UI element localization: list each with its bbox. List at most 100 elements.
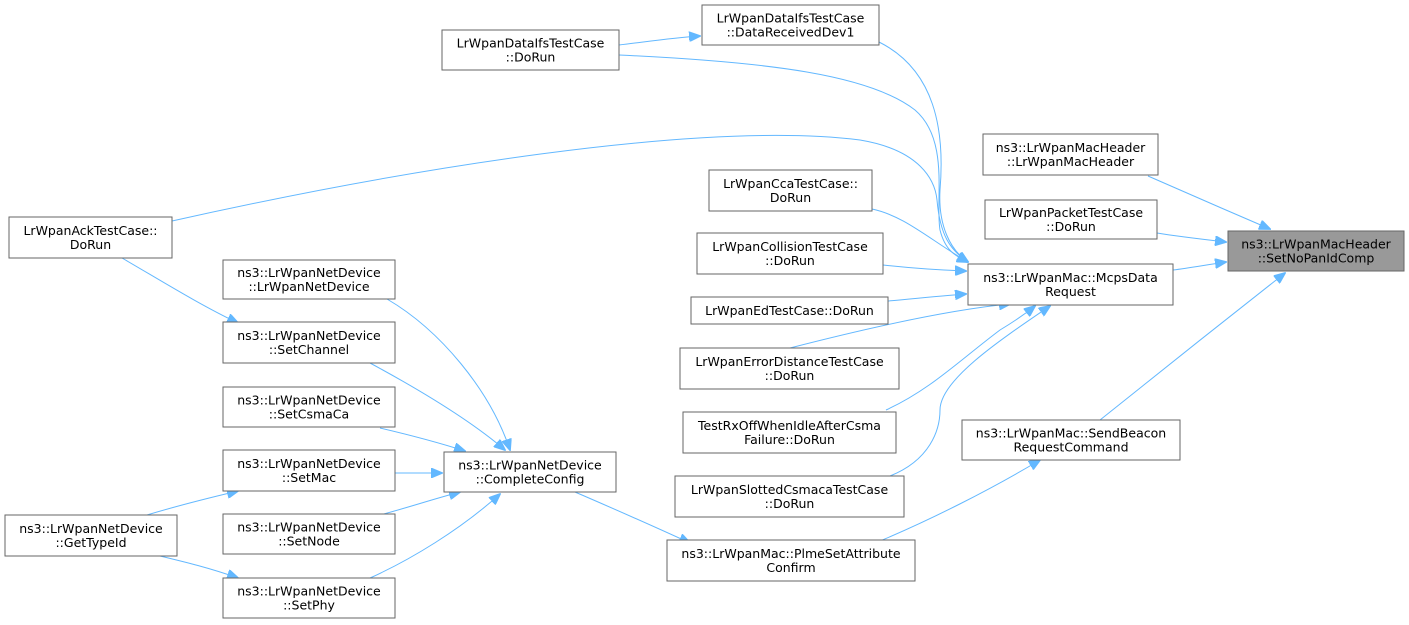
edge-ifsrun-to-ifsdrd — [618, 36, 700, 46]
node-label-line: ::SetMac — [282, 470, 336, 485]
edge-plme-to-beacon — [879, 460, 1040, 542]
edge-setphy-to-cc — [369, 494, 500, 579]
edge-setch-to-cc — [369, 362, 505, 450]
node-ndctor[interactable]: ns3::LrWpanNetDevice::LrWpanNetDevice — [222, 259, 396, 300]
edge-ifsdrd-to-mcps — [878, 41, 968, 262]
node-box — [682, 411, 897, 454]
edge-ifsrun-to-mcps — [618, 54, 968, 262]
edge-line — [121, 257, 238, 323]
node-typeid[interactable]: ns3::LrWpanNetDevice::GetTypeId — [4, 514, 178, 557]
node-label-line: ::DoRun — [765, 253, 815, 268]
edge-line — [885, 306, 1035, 411]
node-box — [4, 514, 178, 557]
node-label-line: ::DataReceivedDev1 — [727, 25, 855, 40]
node-label-line: RequestCommand — [1013, 440, 1128, 455]
edge-line — [882, 264, 966, 271]
node-label-line: ns3::LrWpanMac::McpsData — [983, 270, 1157, 285]
node-box — [674, 475, 905, 518]
node-slot[interactable]: LrWpanSlottedCsmacaTestCase::DoRun — [674, 475, 905, 518]
edge-line — [146, 491, 238, 516]
node-label-line: ::DoRun — [506, 50, 556, 65]
edge-beacon-to-target — [1099, 273, 1285, 421]
node-box — [701, 4, 880, 46]
node-err[interactable]: LrWpanErrorDistanceTestCase::DoRun — [679, 347, 900, 390]
edge-line — [618, 36, 700, 46]
edge-setnode-to-cc — [379, 492, 460, 516]
edge-ack-to-mcps — [171, 134, 968, 262]
node-setch[interactable]: ns3::LrWpanNetDevice::SetChannel — [222, 321, 396, 364]
node-box — [222, 449, 396, 492]
node-label-line: ::SetNoPanIdComp — [1258, 251, 1375, 266]
edge-line — [369, 362, 505, 450]
edge-line — [889, 306, 1050, 477]
node-box — [222, 513, 396, 555]
edge-ack-to-setch — [121, 257, 238, 323]
node-label-line: ::SetPhy — [283, 598, 335, 613]
edge-rxoff-to-mcps — [885, 306, 1035, 411]
node-label-line: TestRxOffWhenIdleAfterCsma — [697, 418, 881, 433]
edge-mcps-to-target — [1172, 262, 1226, 271]
node-label-line: LrWpanErrorDistanceTestCase — [695, 354, 884, 369]
edge-ed-to-mcps — [887, 294, 966, 302]
edge-setcsma-to-cc — [379, 427, 465, 451]
node-box — [666, 539, 916, 582]
node-label-line: ::SetNode — [278, 534, 340, 549]
node-label-line: ::DoRun — [765, 496, 815, 511]
edge-line — [789, 304, 1010, 349]
node-cc[interactable]: ns3::LrWpanNetDevice::CompleteConfig — [443, 451, 617, 493]
node-label-line: LrWpanEdTestCase::DoRun — [705, 303, 874, 318]
node-label-line: Failure::DoRun — [744, 432, 835, 447]
node-setmac[interactable]: ns3::LrWpanNetDevice::SetMac — [222, 449, 396, 492]
node-label-line: ns3::LrWpanMacHeader — [996, 140, 1146, 155]
edges-layer — [121, 36, 1285, 579]
edge-line — [1156, 232, 1226, 242]
node-ed[interactable]: LrWpanEdTestCase::DoRun — [690, 296, 889, 325]
node-setcsma[interactable]: ns3::LrWpanNetDevice::SetCsmaCa — [222, 386, 396, 428]
node-setnode[interactable]: ns3::LrWpanNetDevice::SetNode — [222, 513, 396, 555]
node-label-line: LrWpanSlottedCsmacaTestCase — [691, 482, 889, 497]
node-cca[interactable]: LrWpanCcaTestCase::DoRun — [708, 169, 873, 212]
node-target: ns3::LrWpanMacHeader::SetNoPanIdComp — [1227, 230, 1405, 272]
node-label-line: ns3::LrWpanNetDevice — [237, 456, 381, 471]
node-label-line: ns3::LrWpanMac::SendBeacon — [976, 426, 1166, 441]
node-hdrctor[interactable]: ns3::LrWpanMacHeader::LrWpanMacHeader — [982, 133, 1159, 176]
edge-line — [379, 427, 465, 451]
edge-line — [878, 41, 968, 262]
node-label-line: ns3::LrWpanNetDevice — [237, 584, 381, 599]
edge-line — [386, 298, 510, 450]
node-label-line: ns3::LrWpanMac::PlmeSetAttribute — [681, 546, 900, 561]
node-label-line: ns3::LrWpanNetDevice — [237, 328, 381, 343]
edge-line — [171, 134, 968, 262]
edge-line — [871, 208, 968, 262]
node-label-line: ::DoRun — [765, 368, 815, 383]
edge-typeid-to-setmac — [146, 491, 238, 516]
edge-cca-to-mcps — [871, 208, 968, 262]
node-label-line: ::SetCsmaCa — [269, 407, 349, 422]
edge-err-to-mcps — [789, 304, 1010, 349]
node-coll[interactable]: LrWpanCollisionTestCase::DoRun — [696, 232, 884, 275]
node-label-line: LrWpanDataIfsTestCase — [717, 11, 865, 26]
edge-hdrctor-to-target — [1147, 175, 1270, 229]
edge-ndctor-to-cc — [386, 298, 510, 450]
node-ifsrun[interactable]: LrWpanDataIfsTestCase::DoRun — [441, 29, 620, 71]
node-setphy[interactable]: ns3::LrWpanNetDevice::SetPhy — [222, 577, 396, 619]
node-ifsdrd[interactable]: LrWpanDataIfsTestCase::DataReceivedDev1 — [701, 4, 880, 46]
node-ack[interactable]: LrWpanAckTestCase::DoRun — [8, 216, 173, 259]
node-label-line: ::DoRun — [1046, 219, 1096, 234]
edge-line — [379, 492, 460, 516]
node-box — [708, 169, 873, 212]
node-label-line: LrWpanCcaTestCase:: — [723, 176, 858, 191]
node-label-line: LrWpanDataIfsTestCase — [457, 36, 605, 51]
node-pkt[interactable]: LrWpanPacketTestCase::DoRun — [984, 199, 1158, 240]
node-label-line: ns3::LrWpanNetDevice — [237, 265, 381, 280]
node-label-line: Confirm — [766, 560, 815, 575]
node-label-line: DoRun — [70, 237, 111, 252]
edge-line — [369, 494, 500, 579]
node-box — [222, 259, 396, 300]
nodes-layer: ns3::LrWpanMacHeader::SetNoPanIdCompns3:… — [4, 4, 1405, 619]
node-label-line: LrWpanPacketTestCase — [999, 205, 1143, 220]
